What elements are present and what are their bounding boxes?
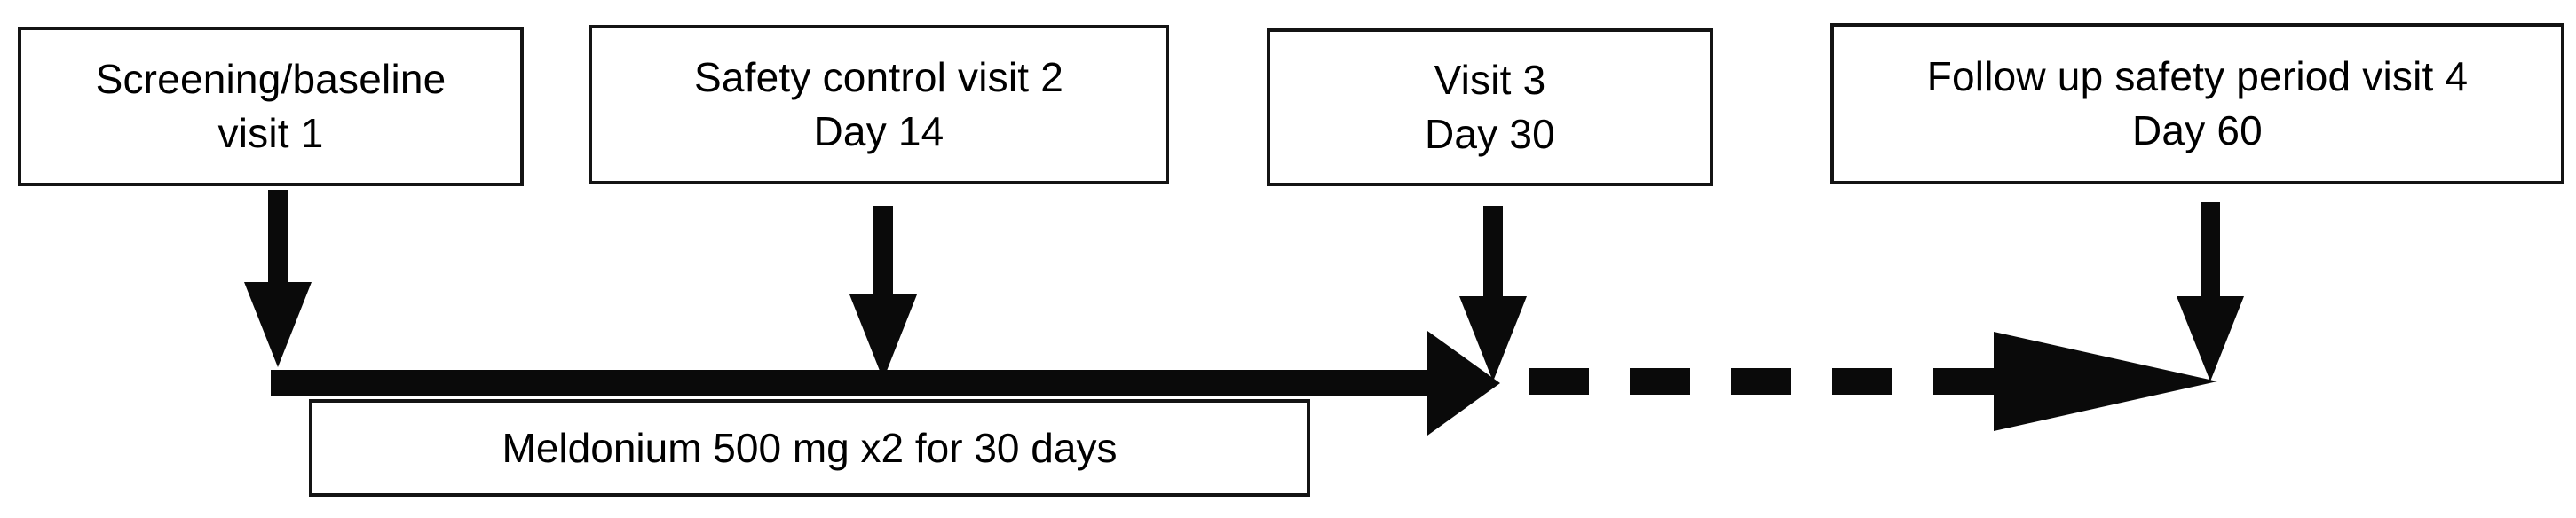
down-arrow-visit-2-head	[849, 294, 917, 380]
follow-up-period-arrow-dash-3	[1731, 368, 1791, 395]
down-arrow-visit-3-head	[1459, 296, 1527, 381]
visit-box-3: Visit 3 Day 30	[1267, 28, 1713, 186]
visit-box-1: Screening/baseline visit 1	[18, 27, 524, 186]
treatment-period-arrow-shaft	[271, 370, 1429, 396]
visit-box-1-line-1: Screening/baseline	[95, 56, 446, 103]
visit-box-4: Follow up safety period visit 4 Day 60	[1830, 23, 2564, 184]
medication-box: Meldonium 500 mg x2 for 30 days	[309, 399, 1310, 497]
visit-box-2-line-1: Safety control visit 2	[693, 54, 1064, 101]
visit-box-4-line-2: Day 60	[2132, 107, 2263, 153]
visit-box-2-line-2: Day 14	[813, 108, 944, 154]
visit-box-1-line-2: visit 1	[217, 110, 324, 156]
treatment-period-arrow-head	[1427, 331, 1500, 436]
visit-box-2: Safety control visit 2 Day 14	[589, 25, 1169, 184]
medication-label: Meldonium 500 mg x2 for 30 days	[502, 425, 1118, 471]
visit-box-3-line-2: Day 30	[1425, 111, 1555, 157]
follow-up-period-arrow-dash-1	[1529, 368, 1589, 395]
follow-up-period-arrow-dash-2	[1630, 368, 1690, 395]
follow-up-period-arrow-dash-4	[1832, 368, 1892, 395]
visit-box-4-line-1: Follow up safety period visit 4	[1926, 53, 2469, 100]
down-arrow-visit-4-shaft	[2201, 202, 2220, 298]
down-arrow-visit-1-head	[244, 282, 312, 367]
down-arrow-visit-1-shaft	[268, 190, 288, 284]
follow-up-period-arrow-dash-5	[1933, 368, 1994, 395]
down-arrow-visit-3-shaft	[1483, 206, 1503, 298]
visit-box-3-line-1: Visit 3	[1434, 57, 1546, 104]
down-arrow-visit-2-shaft	[873, 206, 893, 296]
follow-up-period-arrow-head	[1994, 332, 2217, 431]
down-arrow-visit-4-head	[2177, 296, 2244, 381]
